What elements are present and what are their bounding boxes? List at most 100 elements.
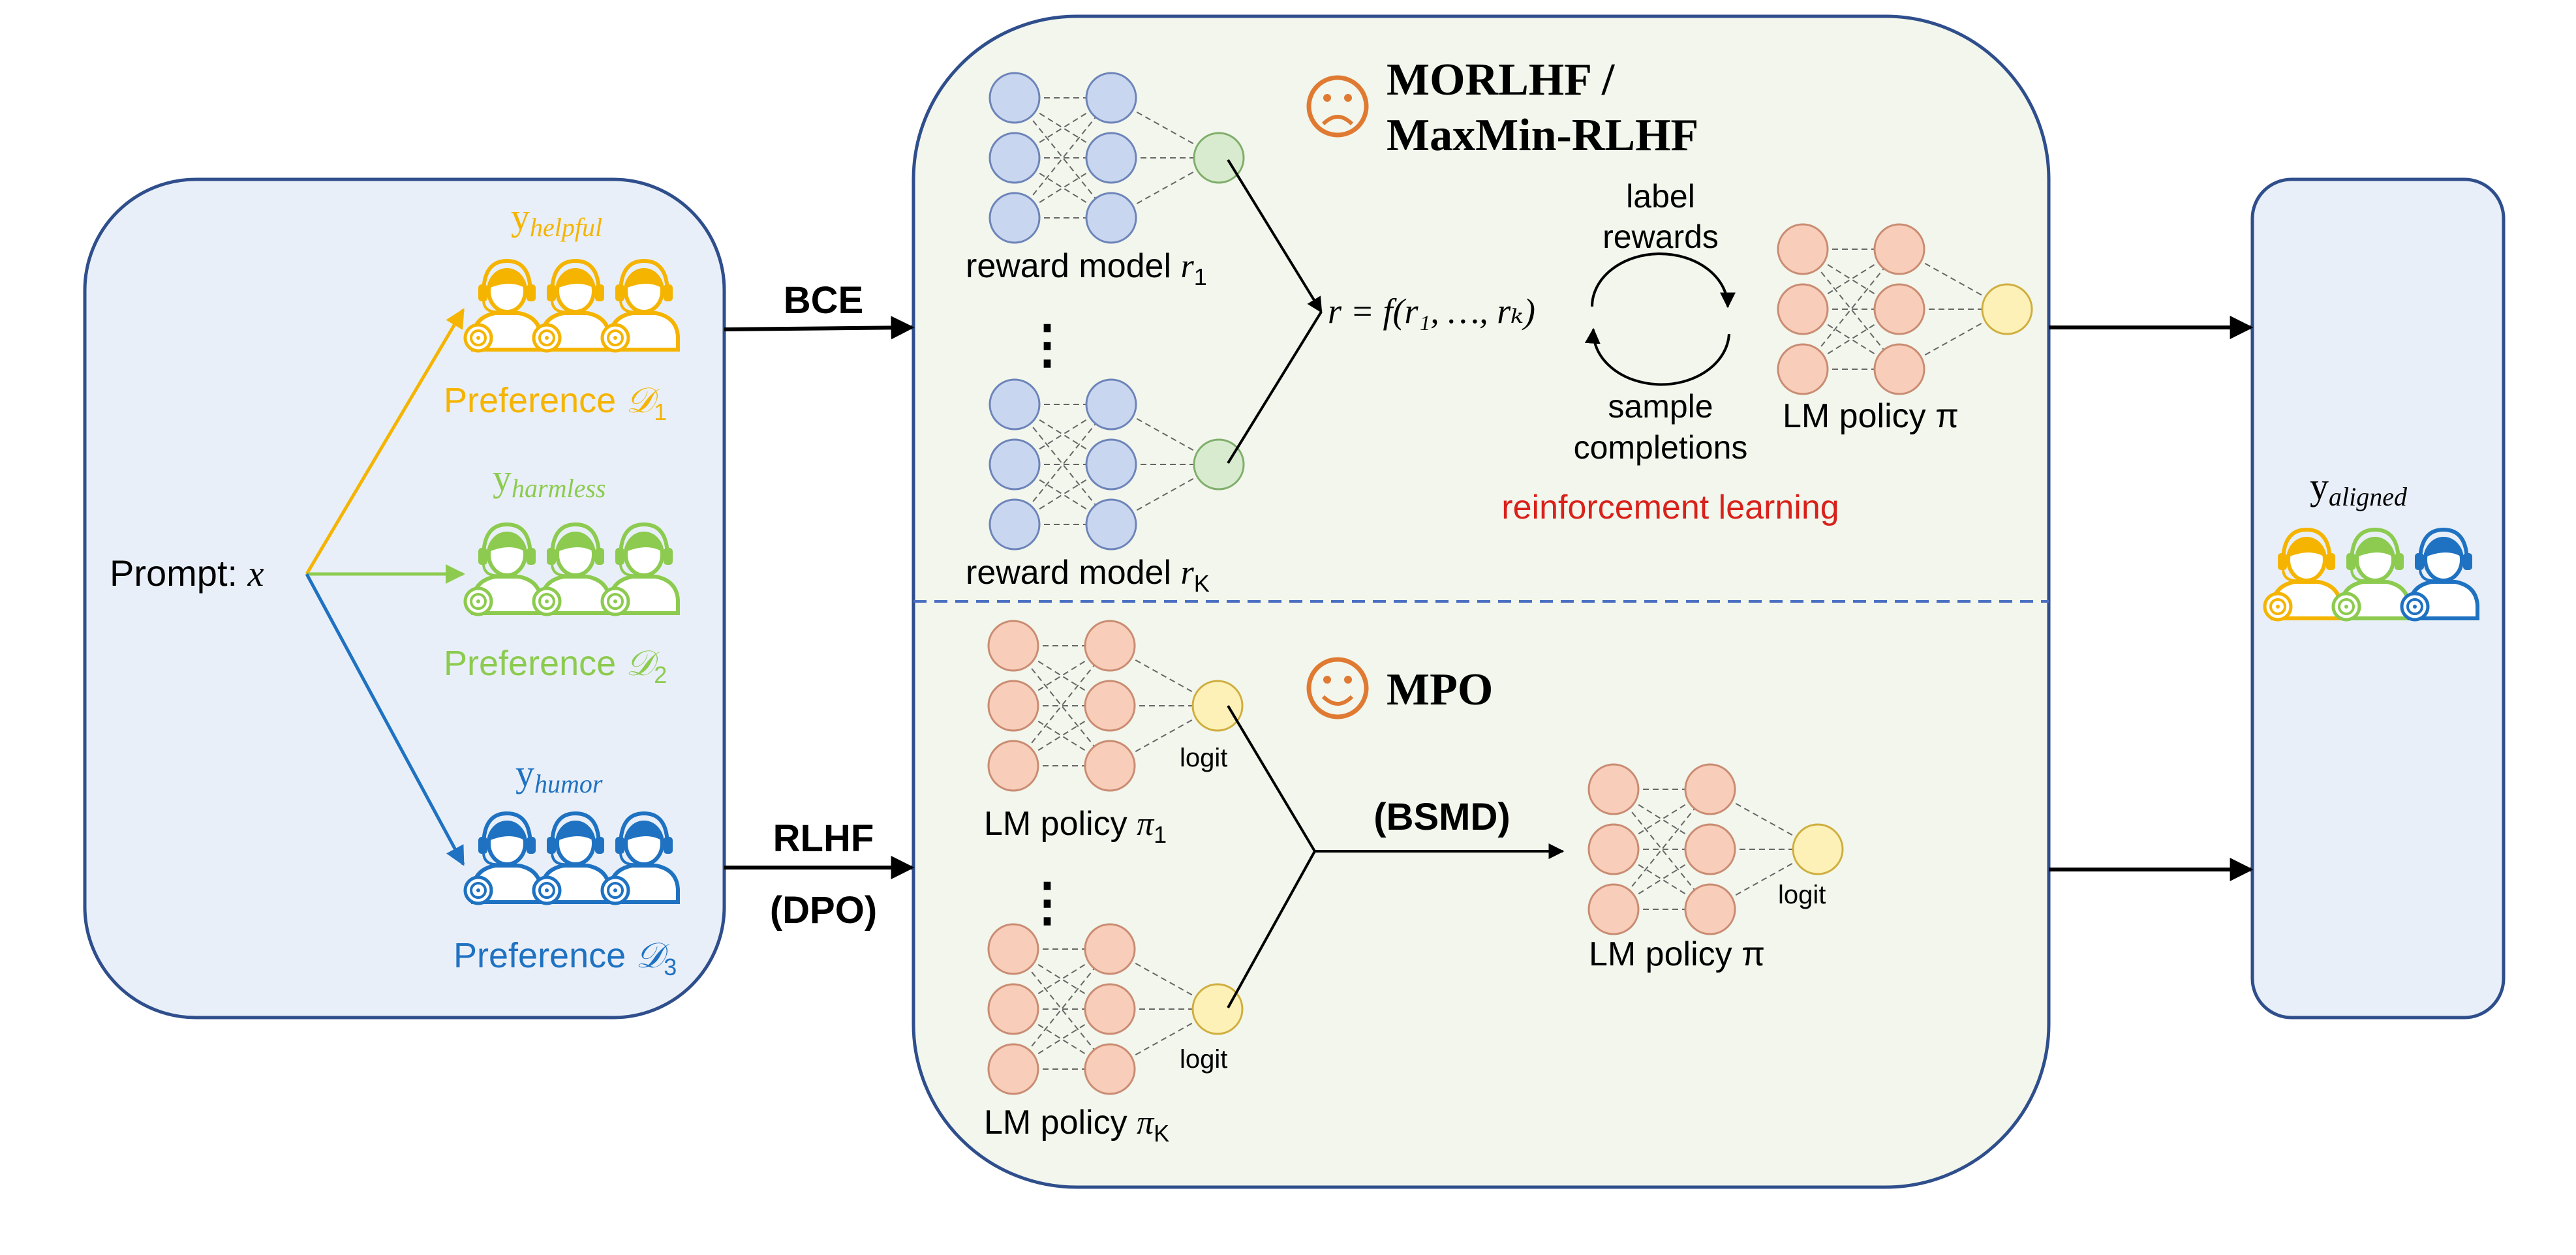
reward-model-k-label: reward model rK	[966, 554, 1210, 597]
reward-model-1-label: reward model r1	[966, 247, 1207, 290]
pol1-to-merge	[1227, 704, 1316, 853]
lm-policy-k-logit: logit	[1180, 1045, 1227, 1074]
input-node-1	[1587, 763, 1640, 815]
hidden-node-3	[1684, 883, 1736, 935]
hidden-node-2	[1085, 438, 1137, 491]
lm-policy-k-label: LM policy πK	[984, 1104, 1169, 1147]
hidden-node-1	[1084, 923, 1136, 975]
arrow-to-humor	[305, 573, 465, 866]
hidden-node-2	[1084, 983, 1136, 1035]
output-lm-policy-network	[1587, 763, 1844, 935]
output-node	[1193, 132, 1245, 184]
hidden-node-3	[1084, 740, 1136, 792]
loop-top-line2: rewards	[1602, 219, 1719, 255]
top-title-line2: MaxMin-RLHF	[1387, 110, 1698, 160]
annotator-icon-1	[463, 811, 543, 905]
hidden-node-2	[1873, 283, 1925, 335]
input-node-1	[989, 72, 1041, 124]
bce-label: BCE	[784, 279, 863, 322]
left-panel	[83, 177, 726, 1020]
output-node	[1193, 438, 1245, 491]
preference-2-label: Preference 𝒟2	[444, 644, 667, 688]
top-lm-policy-label: LM policy π	[1783, 397, 1959, 435]
input-node-2	[989, 438, 1041, 491]
hidden-node-3	[1085, 498, 1137, 551]
top-vdots: ⋮	[1021, 316, 1073, 374]
hidden-node-1	[1085, 378, 1137, 431]
output-node	[1191, 680, 1244, 732]
output-logit: logit	[1778, 881, 1826, 909]
lm-policy-k-network	[987, 923, 1244, 1095]
top-title-line1: MORLHF /	[1387, 55, 1616, 105]
bce-arrow	[724, 316, 915, 340]
input-node-2	[1777, 283, 1829, 335]
input-node-3	[1777, 343, 1829, 395]
hidden-node-3	[1084, 1043, 1136, 1095]
rlhf-label: RLHF	[773, 817, 874, 860]
loop-arrow-top	[1591, 252, 1736, 309]
annotator-icon-3	[600, 811, 680, 905]
top-lm-policy-network	[1777, 223, 2033, 395]
output-lm-policy-label: LM policy π	[1589, 935, 1765, 973]
aggregate-formula: r = f(r₁, …, rₖ)	[1328, 292, 1535, 331]
polk-to-merge	[1227, 851, 1316, 1008]
rm1-to-aggregate	[1227, 159, 1323, 314]
bottom-vdots: ⋮	[1021, 874, 1073, 931]
loop-bottom-line1: sample	[1608, 388, 1713, 425]
annotator-group-humor	[463, 811, 680, 905]
annotator-icon-3	[2400, 527, 2479, 622]
output-node	[1191, 983, 1244, 1035]
bottom-title: MPO	[1387, 665, 1493, 715]
y-helpful-label: yhelpful	[511, 196, 602, 242]
hidden-node-3	[1085, 192, 1137, 244]
input-node-3	[989, 498, 1041, 551]
prompt-label: Prompt: x	[110, 552, 264, 594]
input-node-2	[1587, 823, 1640, 875]
input-node-3	[987, 740, 1039, 792]
annotator-icon-1	[2263, 527, 2342, 622]
y-aligned-label: yaligned	[2310, 465, 2408, 511]
hidden-node-3	[1873, 343, 1925, 395]
happy-face-icon	[1306, 657, 1369, 719]
annotator-icon-2	[532, 258, 611, 353]
output-node	[1792, 823, 1844, 875]
reinforcement-learning-label: reinforcement learning	[1501, 489, 1839, 526]
rmk-to-aggregate	[1227, 310, 1323, 464]
hidden-node-1	[1684, 763, 1736, 815]
annotator-group-harmless	[463, 522, 680, 616]
preference-1-label: Preference 𝒟1	[444, 381, 667, 425]
annotator-icon-2	[2331, 527, 2411, 622]
annotator-icon-2	[532, 811, 611, 905]
loop-top-line1: label	[1626, 178, 1695, 215]
input-node-1	[987, 620, 1039, 672]
annotator-icon-3	[600, 522, 680, 616]
aligned-annotator-group	[2263, 527, 2479, 622]
annotator-icon-2	[532, 522, 611, 616]
hidden-node-2	[1684, 823, 1736, 875]
input-node-2	[989, 132, 1041, 184]
preference-3-label: Preference 𝒟3	[453, 936, 677, 980]
input-node-1	[987, 923, 1039, 975]
lm-policy-1-label: LM policy π1	[984, 805, 1167, 848]
input-node-1	[1777, 223, 1829, 275]
y-humor-label: yhumor	[515, 752, 603, 798]
hidden-node-2	[1084, 680, 1136, 732]
reward-model-1-network	[989, 72, 1245, 244]
dpo-label: (DPO)	[770, 889, 877, 931]
input-node-1	[989, 378, 1041, 431]
annotator-group-helpful	[463, 258, 680, 353]
reward-model-k-network	[989, 378, 1245, 551]
input-node-3	[989, 192, 1041, 244]
annotator-icon-3	[600, 258, 680, 353]
loop-arrow-bottom	[1584, 327, 1730, 386]
bsmd-label: (BSMD)	[1373, 796, 1510, 838]
y-harmless-label: yharmless	[493, 457, 606, 503]
input-node-2	[987, 983, 1039, 1035]
loop-bottom-line2: completions	[1574, 429, 1748, 466]
sad-face-icon	[1306, 75, 1369, 138]
input-node-3	[1587, 883, 1640, 935]
arrow-to-helpful	[305, 308, 465, 575]
hidden-node-2	[1085, 132, 1137, 184]
hidden-node-1	[1085, 72, 1137, 124]
